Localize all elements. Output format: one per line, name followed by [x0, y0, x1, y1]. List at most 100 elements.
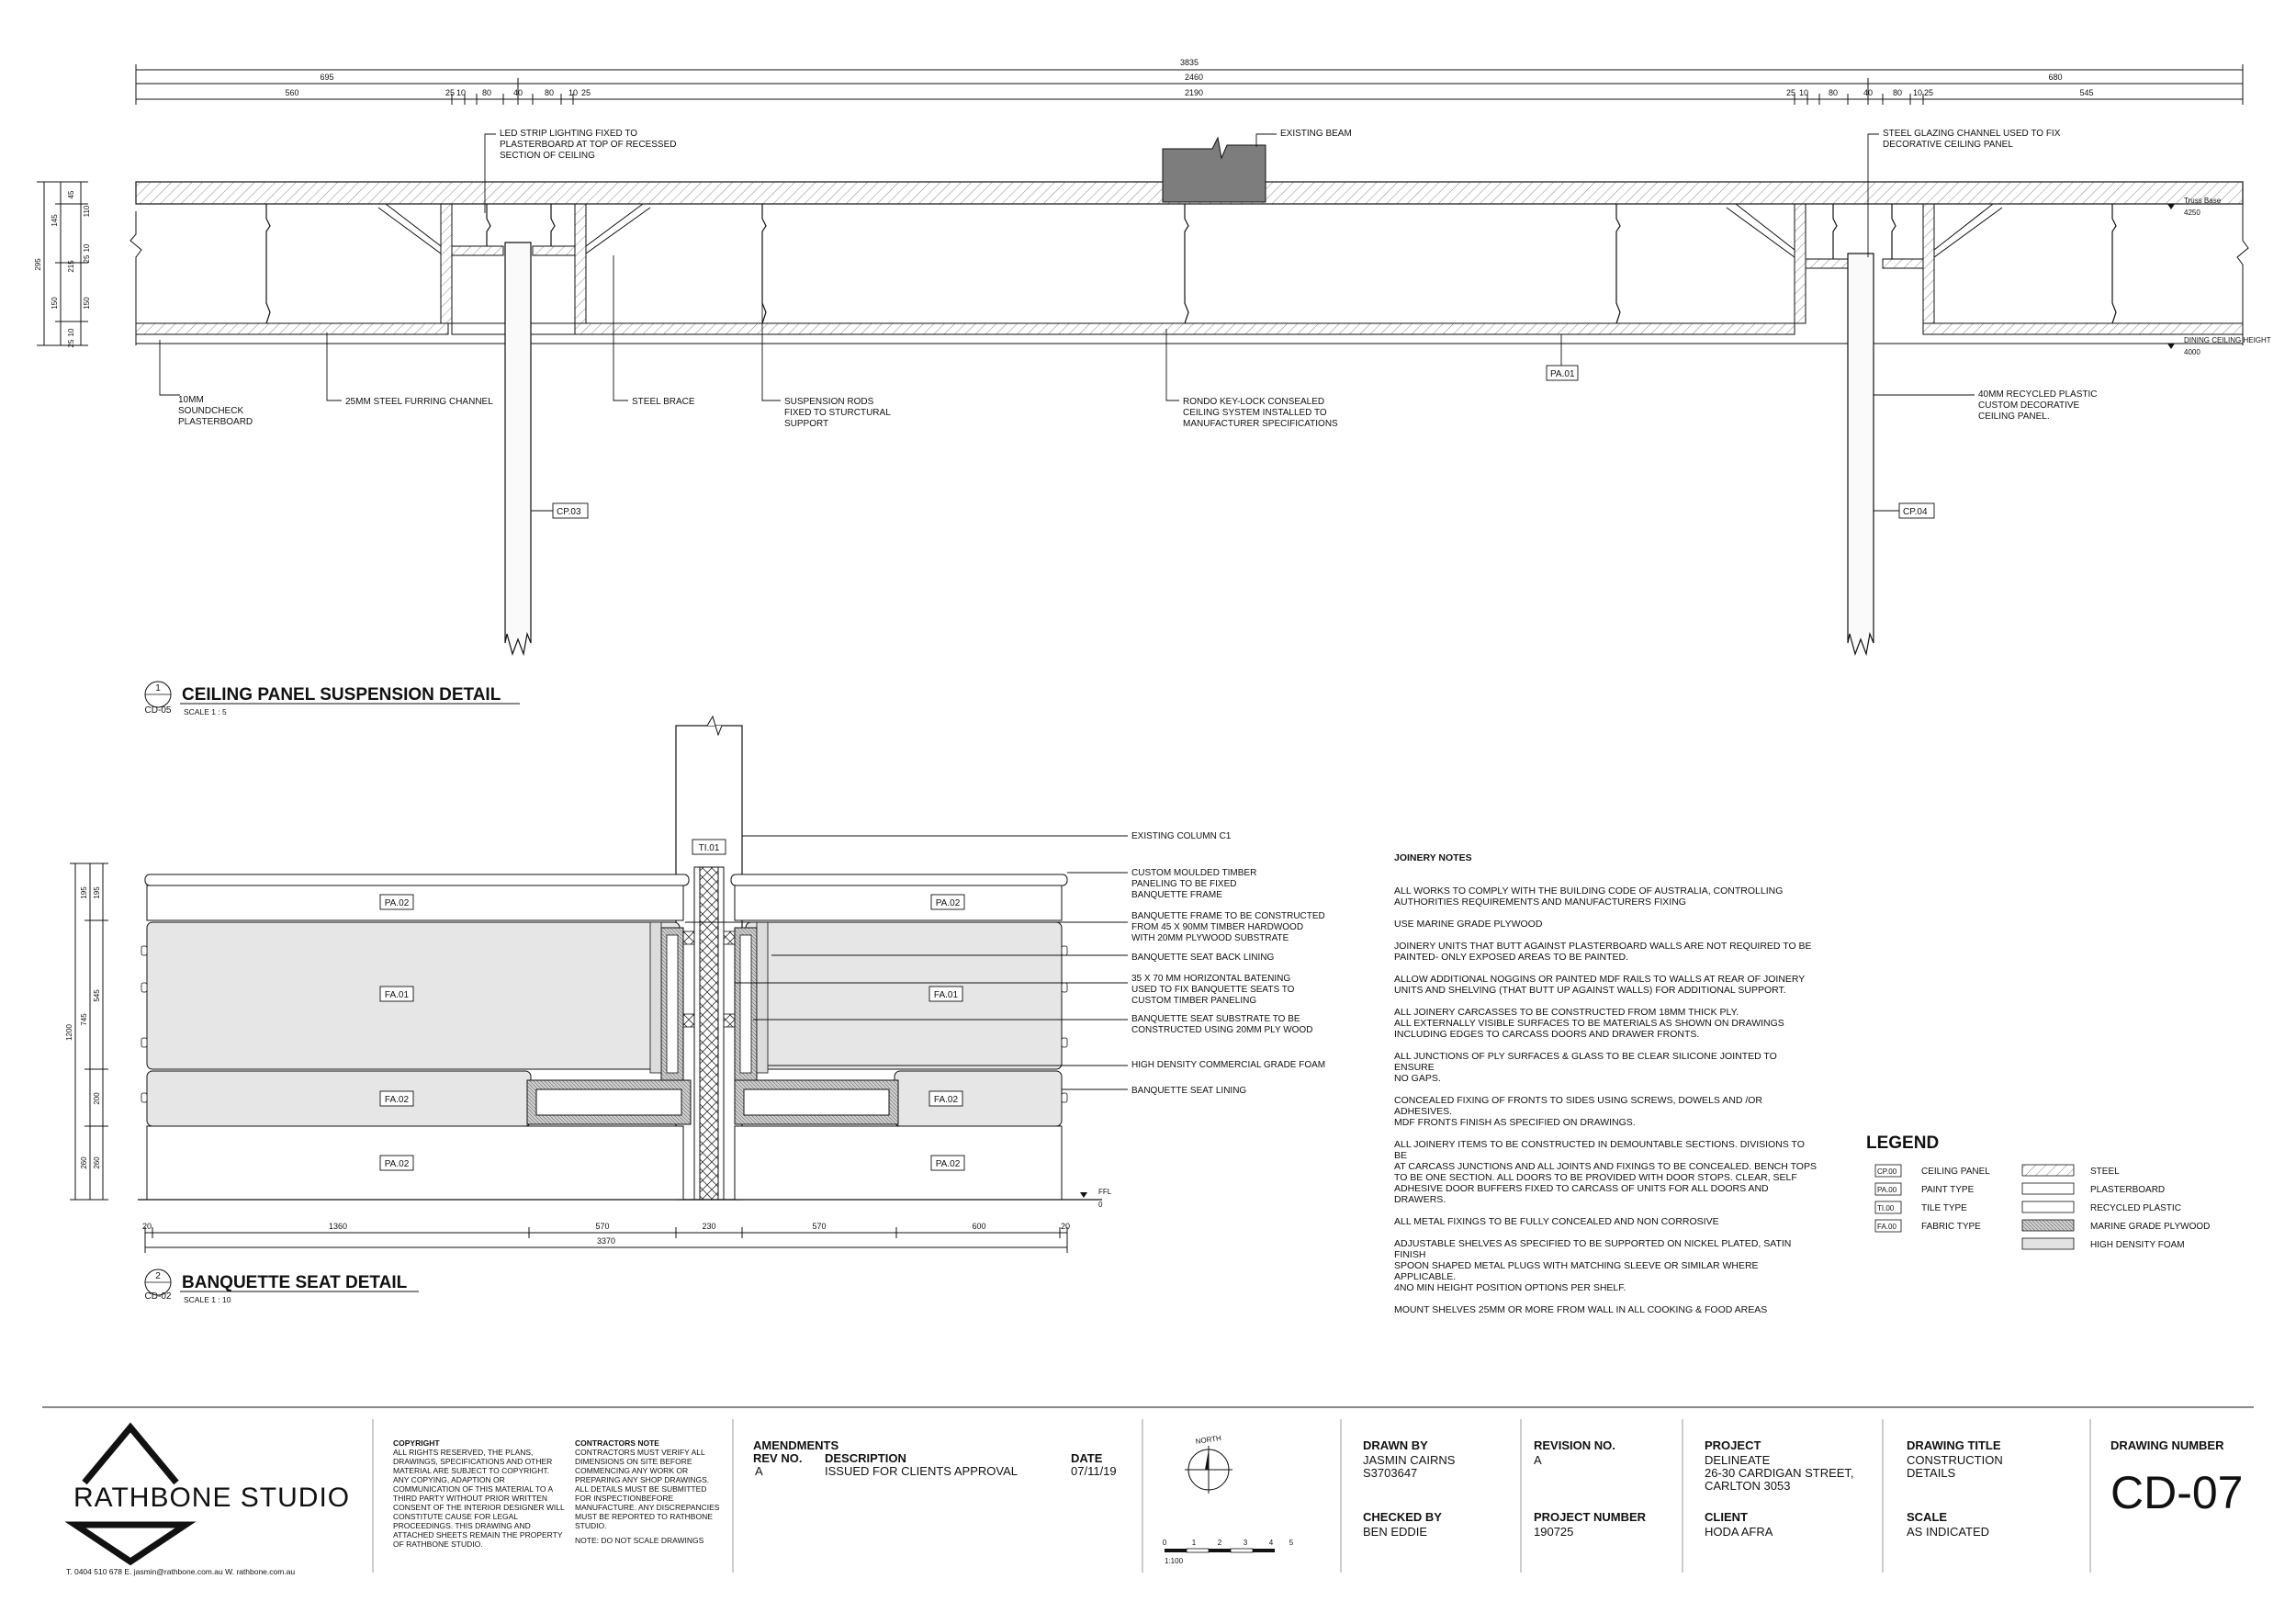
legend-mat-2: RECYCLED PLASTIC: [2090, 1203, 2181, 1213]
scale-tick-3: 3: [1244, 1539, 1248, 1547]
dim-mid-0: 695: [320, 73, 333, 82]
b-dim-4: 1200: [65, 1024, 73, 1041]
b-bottom-3: 230: [702, 1222, 715, 1231]
column-tile: [699, 866, 719, 1201]
callout-frame: BANQUETTE FRAME TO BE CONSTRUCTED FROM 4…: [1131, 911, 1328, 943]
detail1-number: 1: [155, 683, 161, 694]
dim-low-10: 10: [1799, 88, 1808, 97]
b-bottom-4: 570: [812, 1222, 826, 1231]
dim-low-15: 25: [1924, 88, 1933, 97]
ffl-label: FFL: [1098, 1188, 1112, 1196]
detail1-scale: SCALE 1 : 5: [184, 707, 227, 716]
b-dim-3: 745: [80, 1013, 88, 1026]
tag-cp04: CP.04: [1903, 507, 1928, 517]
callout-substrate: BANQUETTE SEAT SUBSTRATE TO BE CONSTRUCT…: [1131, 1014, 1312, 1035]
note-6: CONCEALED FIXING OF FRONTS TO SIDES USIN…: [1394, 1095, 1762, 1128]
checked-by-label: CHECKED BY: [1363, 1510, 1442, 1524]
legend-mat-0: STEEL: [2090, 1167, 2120, 1177]
b-dim-2: 545: [93, 989, 101, 1002]
detail2-scale: SCALE 1 : 10: [184, 1295, 231, 1304]
legend-swatch-steel: [2021, 1164, 2075, 1177]
banquette-detail: FFL 0 TI.01 PA.02 PA.02 FA.01 FA.01 FA.0…: [65, 715, 1328, 1304]
b-dim-5: 200: [93, 1092, 101, 1105]
banquette-left-dims: [70, 863, 108, 1201]
date-value: 07/11/19: [1071, 1464, 1117, 1478]
note-3: ALLOW ADDITIONAL NOGGINS OR PAINTED MDF …: [1394, 974, 1806, 996]
dim-left-6: 295: [34, 258, 42, 271]
note-1: USE MARINE GRADE PLYWOOD: [1394, 919, 1543, 930]
legend-swatch-foam: [2021, 1237, 2075, 1250]
detail1-title: 1 CD-05 CEILING PANEL SUSPENSION DETAIL …: [144, 681, 520, 716]
note-10: MOUNT SHELVES 25MM OR MORE FROM WALL IN …: [1394, 1304, 1768, 1315]
drawing-title-1: CONSTRUCTION: [1907, 1453, 2003, 1467]
scale-tick-2: 2: [1218, 1539, 1222, 1547]
tag-fa01-right: FA.01: [934, 990, 959, 1000]
ceiling-plasterboard-right: [1922, 322, 2244, 335]
project-number-value: 190725: [1534, 1525, 1574, 1539]
dim-low-8: 2190: [1185, 88, 1203, 97]
note-7: ALL JOINERY ITEMS TO BE CONSTRUCTED IN D…: [1394, 1139, 1817, 1205]
dim-left-1: 110: [83, 205, 91, 217]
tag-fa02-right: FA.02: [934, 1095, 959, 1105]
callout-leaders: [159, 133, 1975, 512]
b-bottom-2: 570: [595, 1222, 609, 1231]
dim-low-9: 25: [1786, 88, 1795, 97]
dim-low-4: 40: [513, 88, 523, 97]
legend-tag-0: CP.00: [1877, 1167, 1897, 1176]
legend-swatch-plasterboard: [2021, 1182, 2075, 1195]
scale-value: AS INDICATED: [1907, 1525, 1990, 1539]
dim-left-8: 150: [83, 297, 91, 310]
legend-tag-label-1: PAINT TYPE: [1921, 1185, 1975, 1195]
level-ceiling-value: 4000: [2184, 348, 2200, 356]
note-9: ADJUSTABLE SHELVES AS SPECIFIED TO BE SU…: [1394, 1238, 1792, 1293]
banquette-leaders: [685, 835, 1128, 1090]
revision-value: A: [1534, 1453, 1542, 1467]
banquette-bottom-dims: [144, 1227, 1068, 1253]
description-label: DESCRIPTION: [825, 1451, 906, 1465]
b-dim-6: 260: [80, 1156, 88, 1169]
project-label: PROJECT: [1705, 1438, 1761, 1452]
callout-brace: STEEL BRACE: [632, 397, 695, 407]
tag-pa02-right-bottom: PA.02: [936, 1159, 961, 1169]
tag-pa02-left-top: PA.02: [385, 898, 410, 908]
level-truss: Truss Base 4250: [2167, 197, 2243, 217]
contractors-heading: CONTRACTORS NOTE: [575, 1438, 659, 1448]
callout-rondo: RONDO KEY-LOCK CONSEALED CEILING SYSTEM …: [1183, 397, 1338, 429]
b-bottom-total: 3370: [597, 1236, 615, 1246]
rev-no-label: REV NO.: [753, 1451, 803, 1465]
callout-foam: HIGH DENSITY COMMERCIAL GRADE FOAM: [1131, 1060, 1325, 1070]
legend-tag-label-0: CEILING PANEL: [1921, 1167, 1990, 1177]
banquette-tags: TI.01 PA.02 PA.02 FA.01 FA.01 FA.02 FA.0…: [379, 839, 965, 1171]
b-bottom-1: 1360: [329, 1222, 347, 1231]
break-line-left: [129, 211, 142, 345]
legend-mat-4: HIGH DENSITY FOAM: [2090, 1240, 2185, 1250]
steel-braces: [377, 203, 2003, 258]
dim-mid-2: 680: [2048, 73, 2062, 82]
b-dim-0: 195: [80, 886, 88, 899]
copyright-body: ALL RIGHTS RESERVED, THE PLANS, DRAWINGS…: [393, 1448, 565, 1549]
dim-low-11: 80: [1829, 88, 1838, 97]
title-block-frame: [42, 1406, 2254, 1573]
legend-tag-2: TI.00: [1877, 1204, 1895, 1212]
legend-tag-1: PA.00: [1877, 1186, 1897, 1194]
ceiling-panel-right: [1847, 253, 1874, 657]
scale-bar: 0 1 2 3 4 5 1:100: [1163, 1539, 1294, 1565]
ceiling-plasterboard-left: [135, 322, 449, 335]
drawn-by-id: S3703647: [1363, 1466, 1418, 1480]
callout-rods: SUSPENSION RODS FIXED TO STURCTURAL SUPP…: [784, 397, 893, 429]
tag-pa01: PA.01: [1550, 369, 1575, 379]
legend-mat-3: MARINE GRADE PLYWOOD: [2090, 1222, 2210, 1232]
project-address-2: CARLTON 3053: [1705, 1479, 1791, 1493]
note-2: JOINERY UNITS THAT BUTT AGAINST PLASTERB…: [1394, 941, 1812, 963]
checked-by-value: BEN EDDIE: [1363, 1525, 1428, 1539]
top-dimensions: [135, 64, 2244, 105]
scale-tick-5: 5: [1289, 1539, 1294, 1547]
north-label: NORTH: [1195, 1434, 1221, 1446]
level-ceiling-label: DINING CEILING HEIGHT: [2184, 336, 2271, 344]
b-bottom-5: 600: [972, 1222, 985, 1231]
dim-left-10: 25: [67, 339, 75, 347]
banquette-bottom-dim-labels: 20 1360 570 230 570 600 20 3370: [142, 1222, 1070, 1246]
description-value: ISSUED FOR CLIENTS APPROVAL: [825, 1464, 1018, 1478]
project-number-label: PROJECT NUMBER: [1534, 1510, 1647, 1524]
